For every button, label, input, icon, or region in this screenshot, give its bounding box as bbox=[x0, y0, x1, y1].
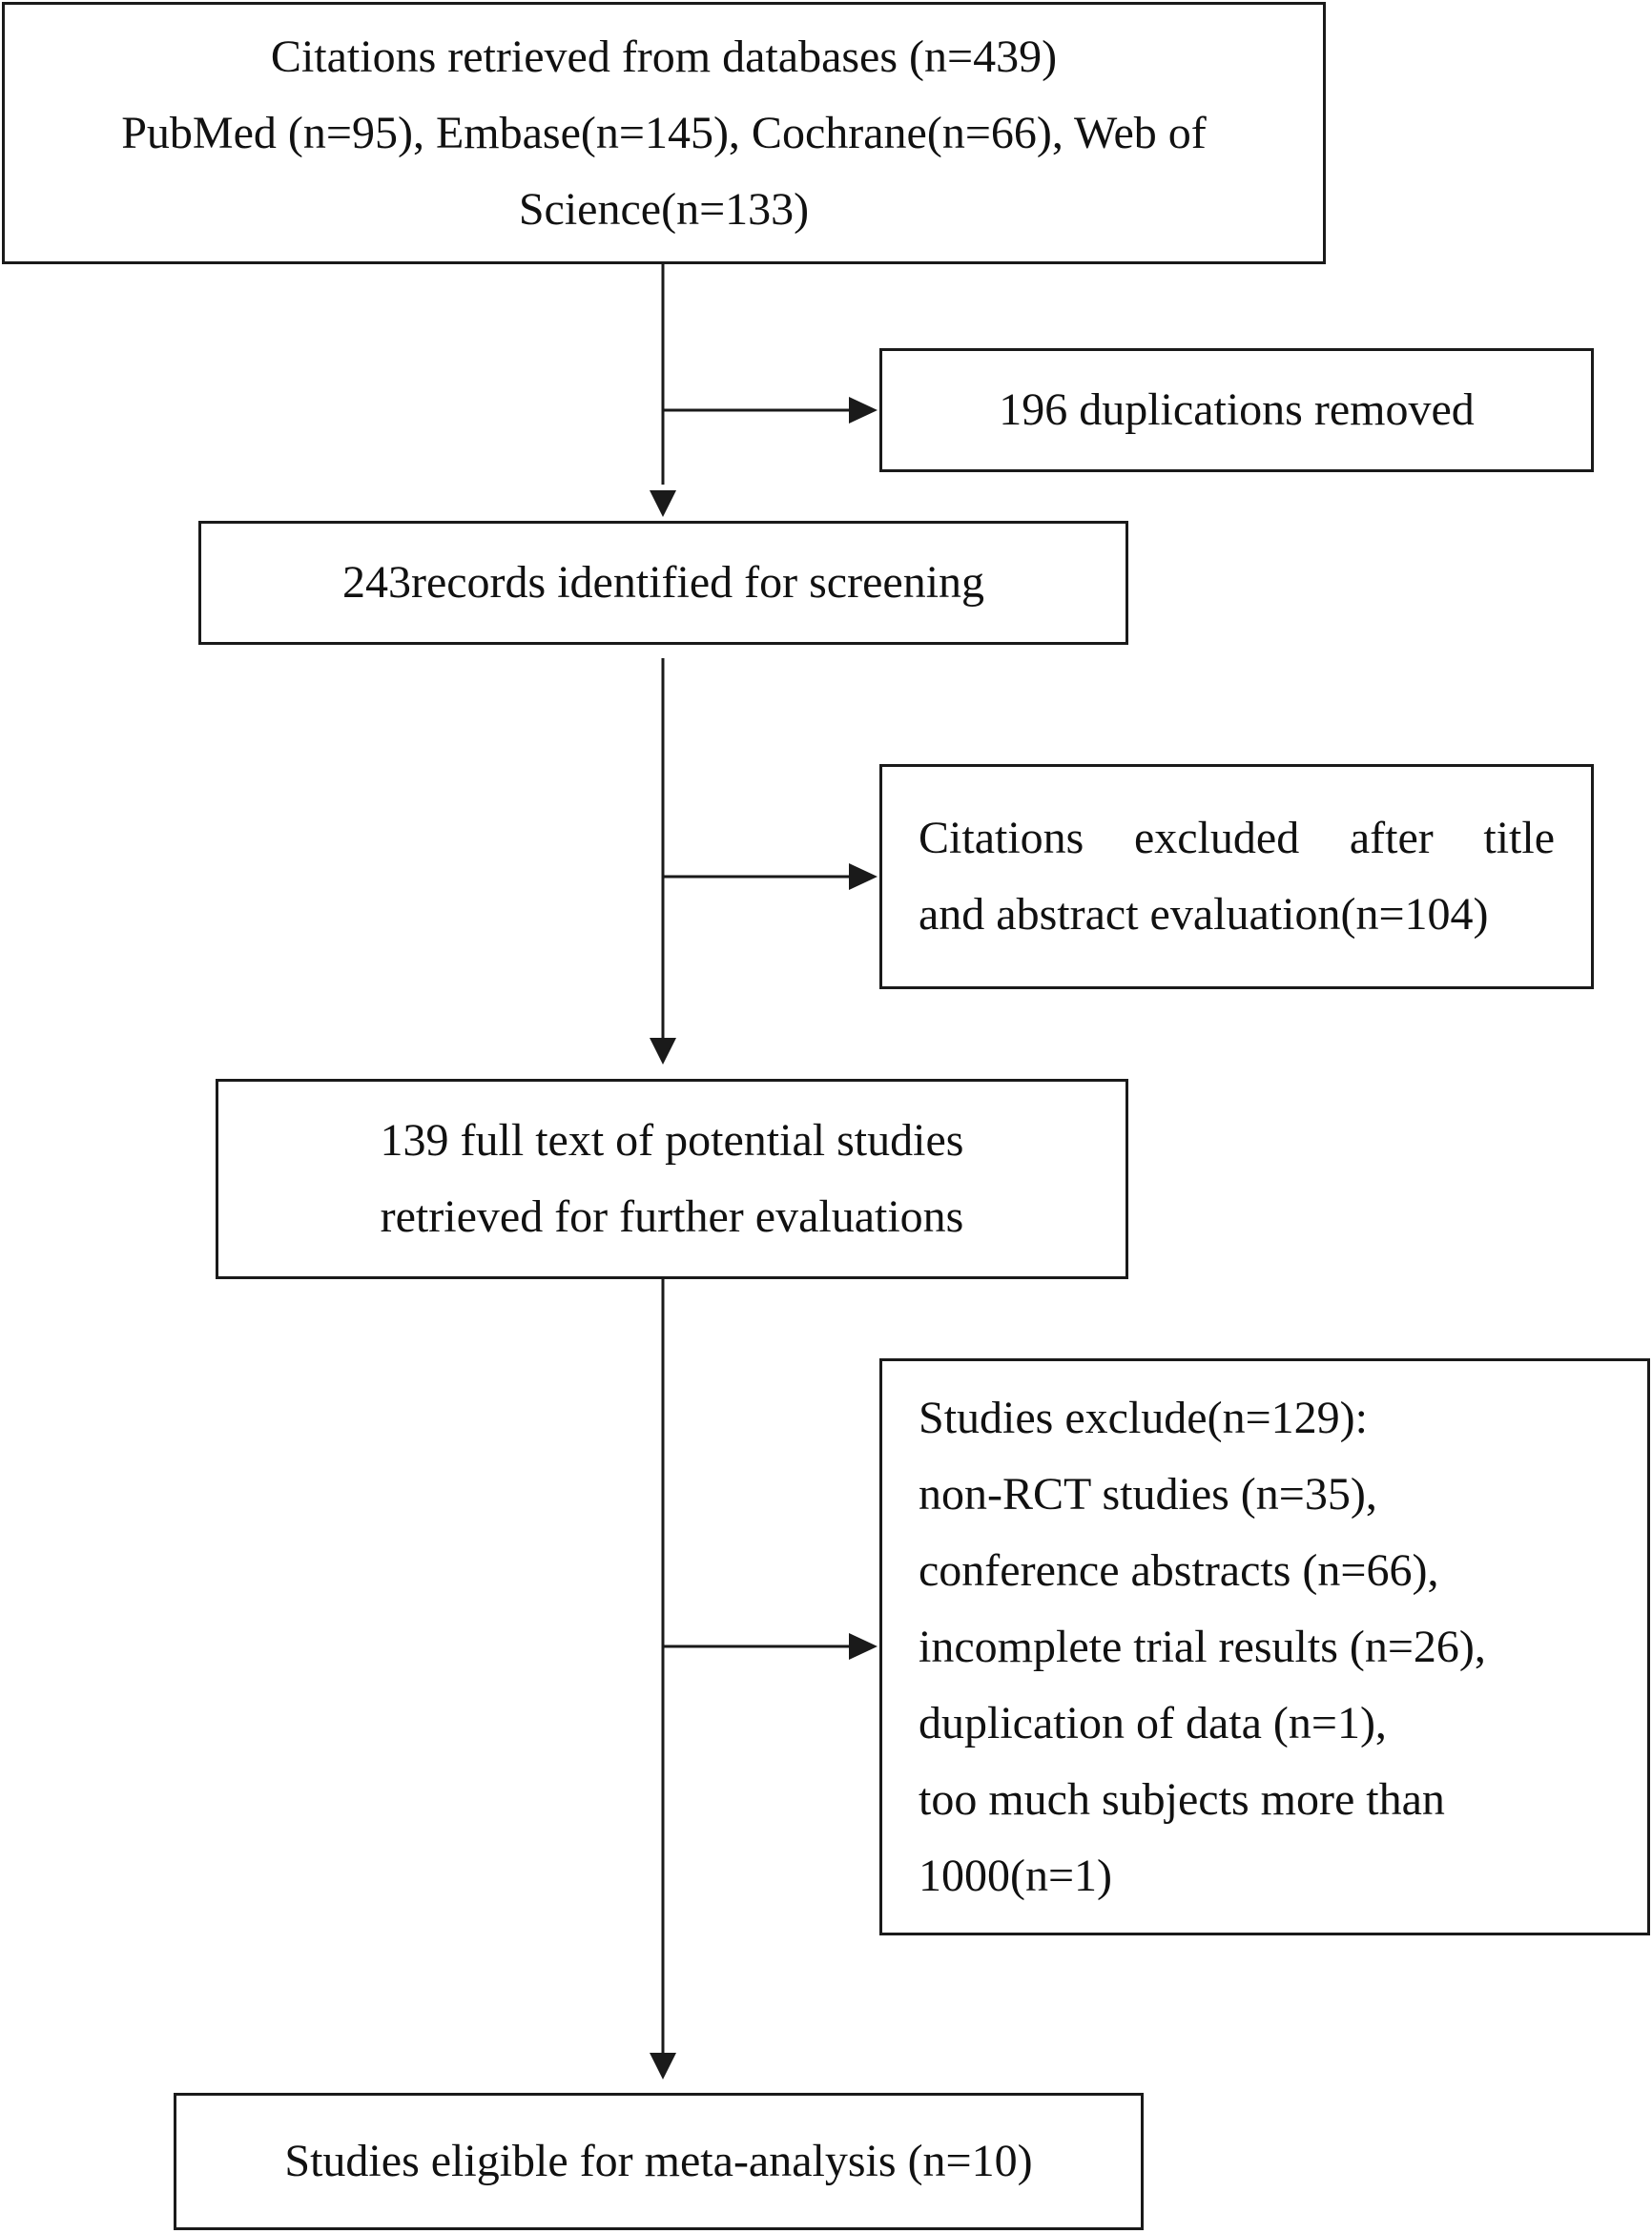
arrowhead-into-box3 bbox=[650, 490, 676, 517]
box6-line-2: non-RCT studies (n=35), bbox=[919, 1468, 1377, 1520]
arrowhead-into-box7 bbox=[650, 2053, 676, 2079]
box1-line-3: Science(n=133) bbox=[518, 183, 810, 235]
box6-line-3: conference abstracts (n=66), bbox=[919, 1544, 1439, 1596]
box5-line-2: retrieved for further evaluations bbox=[380, 1191, 964, 1242]
box4-line-2: and abstract evaluation(n=104) bbox=[919, 889, 1489, 940]
arrowhead-into-box6 bbox=[849, 1633, 878, 1660]
full-text-retrieved-box: 139 full text of potential studies retri… bbox=[216, 1079, 1128, 1279]
box4-line-1: Citations excluded after title bbox=[919, 813, 1555, 863]
box2-text: 196 duplications removed bbox=[999, 384, 1475, 435]
box1-line-1: Citations retrieved from databases (n=43… bbox=[270, 31, 1058, 82]
box6-line-5: duplication of data (n=1), bbox=[919, 1697, 1387, 1748]
box3-text: 243records identified for screening bbox=[341, 557, 985, 608]
box6-line-1: Studies exclude(n=129): bbox=[919, 1392, 1368, 1443]
box6-line-4: incomplete trial results (n=26), bbox=[919, 1621, 1486, 1672]
studies-eligible-box: Studies eligible for meta-analysis (n=10… bbox=[174, 2093, 1144, 2230]
records-identified-box: 243records identified for screening bbox=[198, 521, 1128, 645]
citations-excluded-box: Citations excluded after title and abstr… bbox=[879, 764, 1594, 989]
citations-retrieved-box: Citations retrieved from databases (n=43… bbox=[2, 2, 1326, 264]
arrowhead-into-box5 bbox=[650, 1038, 676, 1065]
studies-excluded-box: Studies exclude(n=129): non-RCT studies … bbox=[879, 1358, 1650, 1935]
duplications-removed-box: 196 duplications removed bbox=[879, 348, 1594, 472]
arrowhead-into-box2 bbox=[849, 397, 878, 424]
box7-text: Studies eligible for meta-analysis (n=10… bbox=[284, 2136, 1033, 2186]
box5-line-1: 139 full text of potential studies bbox=[380, 1115, 964, 1166]
box6-line-6: too much subjects more than bbox=[919, 1773, 1445, 1825]
arrowhead-into-box4 bbox=[849, 863, 878, 890]
box1-line-2: PubMed (n=95), Embase(n=145), Cochrane(n… bbox=[121, 107, 1207, 158]
box6-line-7: 1000(n=1) bbox=[919, 1850, 1113, 1901]
